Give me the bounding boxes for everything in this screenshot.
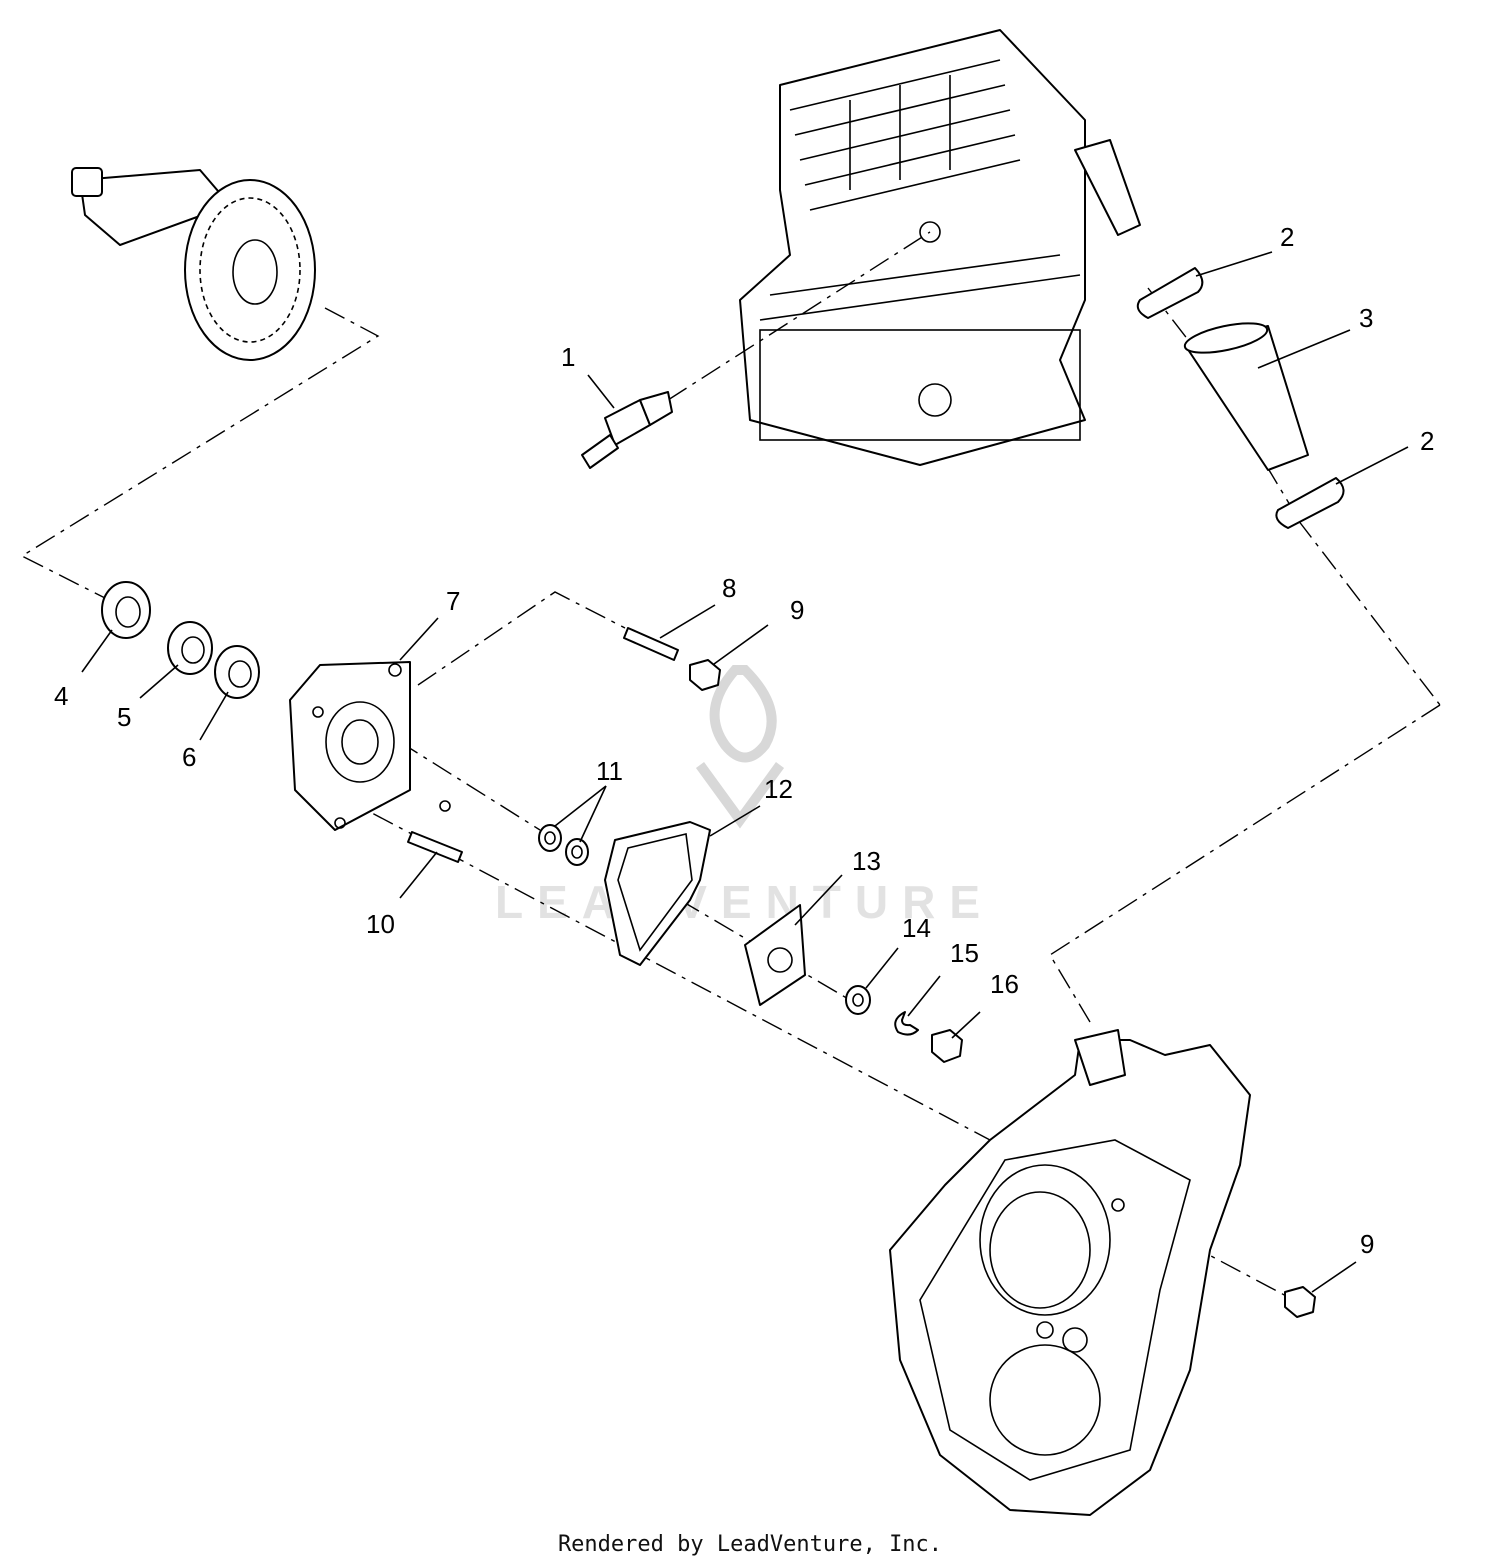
part-6-seal — [214, 645, 260, 699]
callout-9-upper: 9 — [790, 595, 804, 625]
callout-2-lower: 2 — [1420, 426, 1434, 456]
callout-13: 13 — [852, 846, 881, 876]
gear-shaft — [71, 167, 316, 361]
part-7-pump-housing — [289, 661, 451, 831]
part-13-impeller — [744, 904, 806, 1006]
part-2-clamp-upper — [1136, 267, 1204, 319]
callout-5: 5 — [117, 702, 131, 732]
part-10-stud — [407, 831, 463, 863]
callout-4: 4 — [54, 681, 68, 711]
footer-credit: Rendered by LeadVenture, Inc. — [557, 1532, 943, 1557]
callout-labels: 1 2 3 2 4 5 6 7 8 9 10 11 12 13 14 15 16… — [54, 222, 1434, 1259]
callout-9-lower: 9 — [1360, 1229, 1374, 1259]
part-8-stud — [623, 627, 679, 661]
callout-8: 8 — [722, 573, 736, 603]
callout-2-upper: 2 — [1280, 222, 1294, 252]
callout-3: 3 — [1359, 303, 1373, 333]
leader-lines — [81, 251, 1409, 1293]
callout-7: 7 — [446, 586, 460, 616]
part-16-nut — [931, 1029, 963, 1063]
callout-14: 14 — [902, 913, 931, 943]
part-3-hose — [1183, 322, 1309, 471]
part-2-clamp-lower — [1275, 477, 1345, 529]
crankcase-cover — [889, 1029, 1251, 1516]
part-4-bearing — [101, 581, 151, 639]
callout-11: 11 — [596, 756, 623, 786]
callout-10: 10 — [366, 909, 395, 939]
watermark-logo: LEADVENTURE — [495, 665, 994, 928]
part-9-nut-upper — [689, 659, 721, 691]
callout-15: 15 — [950, 938, 979, 968]
engine-cylinder — [739, 29, 1141, 466]
part-14-washer — [845, 985, 871, 1015]
part-9-nut-lower — [1284, 1286, 1316, 1318]
part-11-washers — [538, 824, 589, 866]
part-12-gasket — [604, 821, 711, 966]
callout-12: 12 — [764, 774, 793, 804]
part-15-clip — [894, 1011, 919, 1036]
watermark-text: LEADVENTURE — [495, 876, 994, 928]
part-1-sensor — [581, 231, 931, 469]
part-5-bearing — [167, 621, 213, 675]
callout-6: 6 — [182, 742, 196, 772]
callout-16: 16 — [990, 969, 1019, 999]
callout-1: 1 — [561, 342, 575, 372]
